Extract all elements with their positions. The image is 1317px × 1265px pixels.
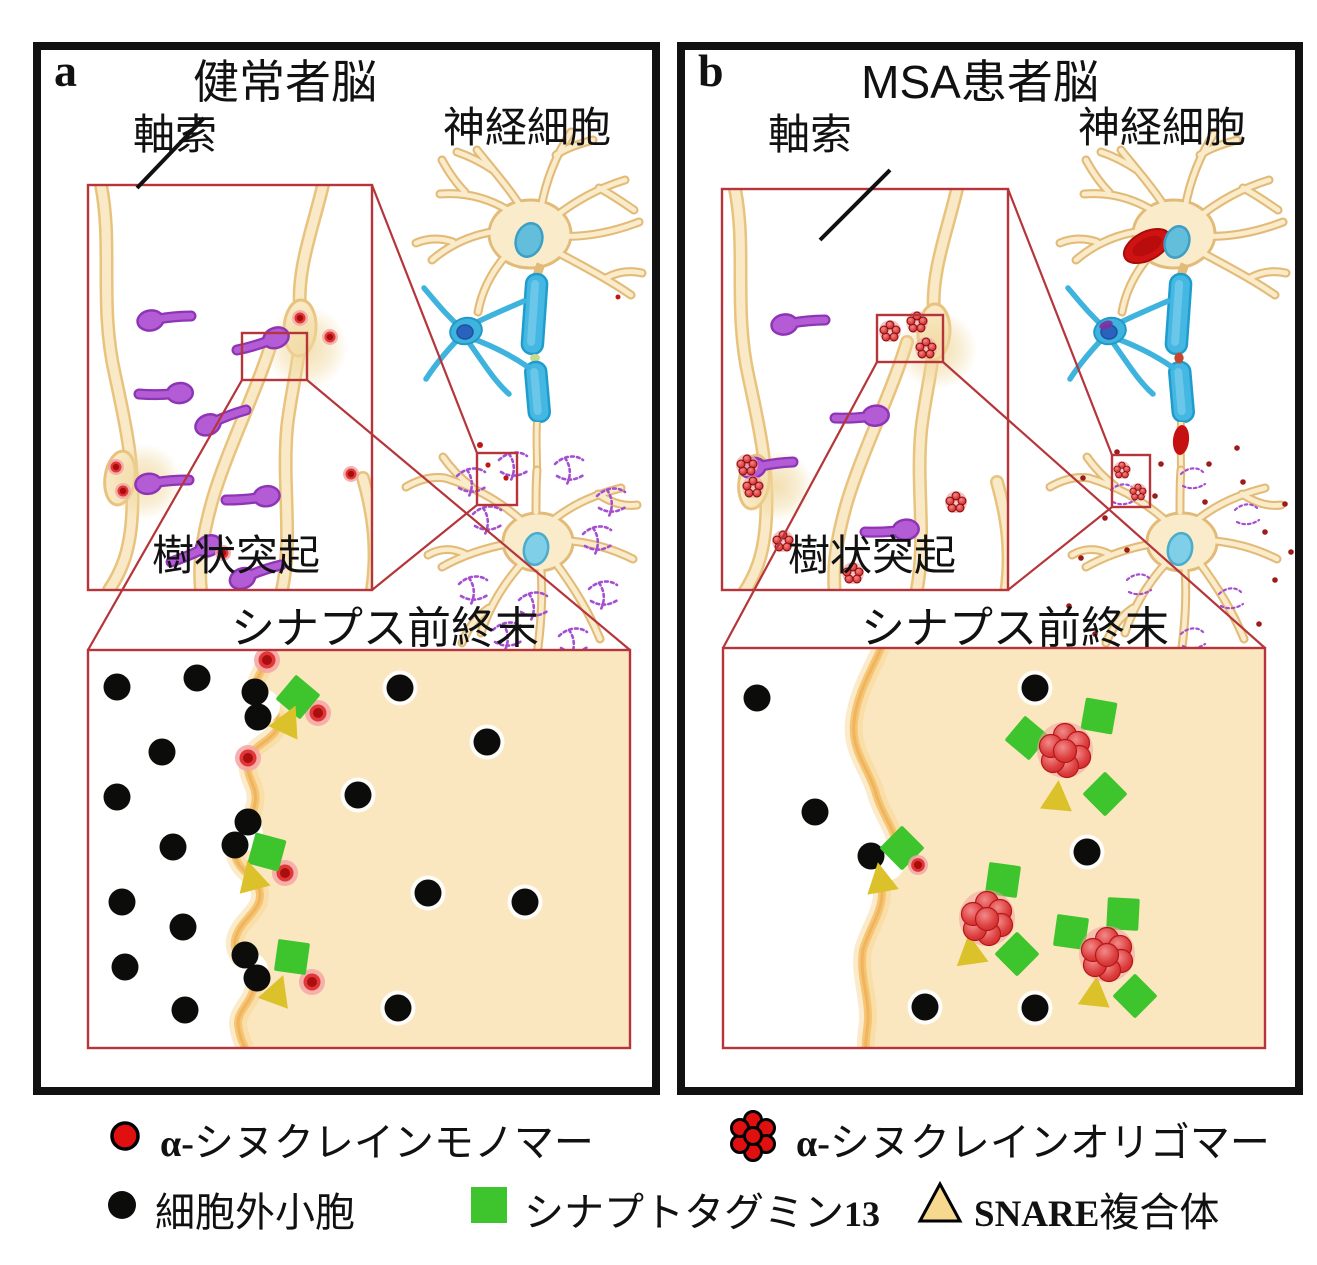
synapse-zoom-source-box-b xyxy=(1110,453,1152,509)
dendrite-label-b: 樹状突起 xyxy=(788,532,957,579)
axon-label-a: 軸索 xyxy=(133,111,218,158)
axon-pointer-line-a xyxy=(135,116,206,190)
axon-pointer-line-b xyxy=(818,168,892,242)
legend-monomer-label: α-シヌクレインモノマー xyxy=(160,1110,594,1168)
legend-synaptotagmin-suffix: 13 xyxy=(844,1194,880,1234)
panel-msa-brain xyxy=(677,42,1303,1095)
neuron-label-a: 神経細胞 xyxy=(443,104,612,151)
legend-snare-text: 複合体 xyxy=(1099,1191,1220,1235)
presynaptic-terminal-detail-b xyxy=(721,646,1267,1050)
legend-oligomer-prefix: α- xyxy=(796,1123,830,1165)
synapse-zoom-source-box-a xyxy=(475,451,519,507)
synapse-zoom-inner-box-b xyxy=(875,313,945,364)
panel-a-title: 健常者脳 xyxy=(193,56,377,108)
legend-oligomer-text: シヌクレインオリゴマー xyxy=(829,1121,1270,1165)
axon-swelling-red xyxy=(1172,425,1190,455)
presynaptic-terminal-detail-a xyxy=(86,648,632,1050)
panel-letter-a: a xyxy=(54,45,77,96)
synaptotagmin13-icon xyxy=(471,1187,507,1223)
presynaptic-label-b: シナプス前終末 xyxy=(861,604,1169,653)
dendrite-label-a: 樹状突起 xyxy=(152,532,321,579)
panel-b-illustration xyxy=(720,50,1294,1050)
dendritic-spine-fuzz-b xyxy=(1109,467,1261,650)
panel-b-title: MSA患者脳 xyxy=(861,56,1099,108)
alpha-synuclein-oligomer-icon xyxy=(730,1110,776,1162)
legend-synaptotagmin-text: シナプトタグミン xyxy=(524,1191,844,1235)
legend-snare-label: SNARE複合体 xyxy=(974,1180,1219,1238)
legend-vesicle-text: 細胞外小胞 xyxy=(155,1191,355,1235)
legend-vesicle-label: 細胞外小胞 xyxy=(155,1180,355,1238)
alpha-synuclein-monomer-icon xyxy=(110,1121,140,1151)
neuron-illustration-a xyxy=(406,132,642,656)
axon-dendrite-inset-a xyxy=(86,183,374,592)
axon-label-b: 軸索 xyxy=(768,111,853,158)
legend-monomer-text: シヌクレインモノマー xyxy=(193,1121,594,1165)
axon-dendrite-inset-b xyxy=(720,187,1010,592)
neuron-label-b: 神経細胞 xyxy=(1078,104,1247,151)
legend-snare-prefix: SNARE xyxy=(974,1194,1100,1235)
panel-letter-b: b xyxy=(698,45,724,96)
synapse-zoom-inner-box-a xyxy=(240,331,309,382)
neuron-illustration-b xyxy=(1050,132,1294,667)
panel-a-illustration xyxy=(86,116,652,1050)
dendritic-spine-fuzz-a xyxy=(455,451,629,658)
snare-complex-icon xyxy=(917,1180,963,1223)
panel-healthy-brain xyxy=(33,42,660,1095)
legend-monomer-prefix: α- xyxy=(160,1123,194,1165)
legend-synaptotagmin-label: シナプトタグミン13 xyxy=(524,1180,880,1238)
zoom-connector-lines-a xyxy=(87,184,631,651)
legend-oligomer-label: α-シヌクレインオリゴマー xyxy=(796,1110,1270,1168)
zoom-connector-lines-b xyxy=(722,188,1266,649)
presynaptic-label-a: シナプス前終末 xyxy=(231,604,539,653)
extracellular-vesicle-icon xyxy=(108,1191,136,1219)
